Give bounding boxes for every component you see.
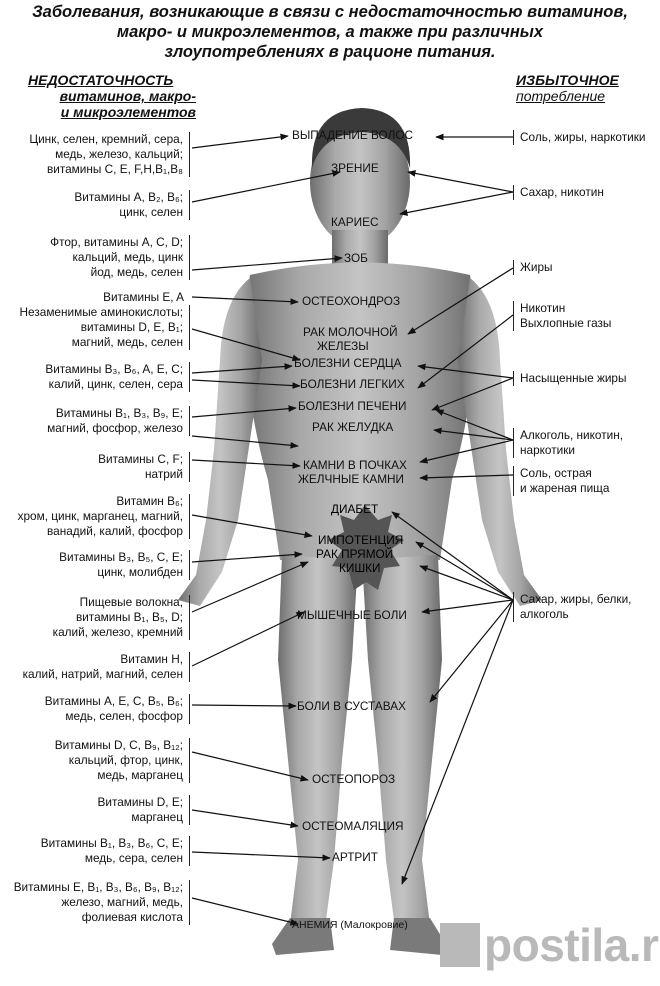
- deficiency-group-15: Витамины D, E;марганец: [98, 795, 190, 825]
- disease-arthritis: АРТРИТ: [332, 850, 378, 864]
- right-foot: [390, 918, 446, 955]
- deficiency-group-12: Витамин H,калий, натрий, магний, селен: [23, 652, 190, 682]
- disease-heart: БОЛЕЗНИ СЕРДЦА: [294, 356, 402, 370]
- left-foot: [272, 918, 334, 955]
- deficiency-group-4: Витамины E, A: [103, 290, 184, 304]
- excess-group-1: Соль, жиры, наркотики: [513, 130, 645, 145]
- title-line-2: макро- и микроэлементов, а также при раз…: [116, 23, 544, 41]
- leaf-cover: [328, 505, 404, 590]
- deficiency-header-line-1: НЕДОСТАТОЧНОСТЬ: [28, 72, 174, 88]
- disease-anemia: АНЕМИЯ (Малокровие): [292, 919, 408, 931]
- excess-header-line-1: ИЗБЫТОЧНОЕ: [516, 72, 619, 88]
- disease-osteoporosis: ОСТЕОПОРОЗ: [312, 772, 396, 786]
- disease-rectal-cancer: РАК ПРЯМОЙ: [316, 547, 394, 561]
- deficiency-group-7: Витамины B₁, B₃, B₉, E;магний, фосфор, ж…: [47, 406, 190, 436]
- excess-group-5: Насыщенные жиры: [513, 371, 626, 386]
- deficiency-group-10: Витамины B₃, B₅, C, E;цинк, молибден: [59, 550, 190, 580]
- excess-group-3: Жиры: [513, 260, 553, 275]
- deficiency-group-3: Фтор, витамины A, C, D;кальций, медь, ци…: [50, 235, 190, 280]
- disease-caries: КАРИЕС: [331, 215, 379, 229]
- postila-logo-icon: [440, 923, 480, 967]
- disease-vision: ЗРЕНИЕ: [331, 161, 379, 175]
- deficiency-group-11: Пищевые волокна,витамины B₁, B₅, D;калий…: [53, 595, 190, 640]
- excess-group-8: Сахар, жиры, белки,алкоголь: [513, 592, 631, 622]
- deficiency-group-9: Витамин B₆;хром, цинк, марганец, магний,…: [18, 494, 190, 539]
- deficiency-header-line-2: витаминов, макро-: [59, 88, 196, 104]
- deficiency-group-14: Витамины D, C, B₉, B₁₂;кальций, фтор, ци…: [55, 738, 190, 783]
- disease-breast-cancer: РАК МОЛОЧНОЙ: [303, 325, 398, 339]
- watermark-text: postila.ru: [484, 919, 660, 971]
- disease-hair-loss: ВЫПАДЕНИЕ ВОЛОС: [292, 128, 414, 142]
- excess-group-6: Алкоголь, никотин,наркотики: [513, 428, 623, 458]
- disease-rectal-cancer-line-2: КИШКИ: [339, 561, 381, 575]
- excess-header-line-2: потребление: [516, 88, 606, 104]
- deficiency-group-1: Цинк, селен, кремний, сера,медь, железо,…: [29, 132, 190, 177]
- deficiency-header-line-3: и микроэлементов: [60, 104, 196, 120]
- deficiency-group-13: Витамины A, E, C, B₅, B₆;медь, селен, фо…: [45, 694, 190, 724]
- left-arm: [178, 278, 262, 606]
- deficiency-group-6: Витамины B₃, B₆, A, E, C;калий, цинк, се…: [45, 362, 190, 392]
- disease-gallstones: ЖЕЛЧНЫЕ КАМНИ: [298, 472, 405, 486]
- disease-breast-cancer-line-2: ЖЕЛЕЗЫ: [317, 339, 369, 353]
- excess-header: ИЗБЫТОЧНОЕ потребление: [516, 72, 656, 104]
- watermark: postila.ru: [440, 918, 660, 972]
- deficiency-group-2: Витамины A, B₂, B₆;цинк, селен: [74, 190, 190, 220]
- page-title: Заболевания, возникающие в связи с недос…: [0, 2, 660, 62]
- disease-osteochondrosis: ОСТЕОХОНДРОЗ: [302, 294, 401, 308]
- disease-lungs: БОЛЕЗНИ ЛЕГКИХ: [300, 377, 405, 391]
- disease-diabetes: ДИАБЕТ: [331, 502, 379, 516]
- disease-goiter: ЗОБ: [344, 251, 368, 265]
- excess-group-2: Сахар, никотин: [513, 185, 604, 200]
- title-line-1: Заболевания, возникающие в связи с недос…: [32, 3, 628, 21]
- disease-impotence: ИМПОТЕНЦИЯ: [318, 533, 404, 547]
- deficiency-group-17: Витамины E, B₁, B₃, B₆, B₉, B₁₂;железо, …: [14, 880, 190, 925]
- disease-joint-pain: БОЛИ В СУСТАВАХ: [297, 699, 406, 713]
- title-line-3: злоупотреблениях в рационе питания.: [164, 43, 496, 61]
- deficiency-group-16: Витамины B₁, B₃, B₆, C, E;медь, сера, се…: [41, 836, 190, 866]
- disease-kidney-stones: КАМНИ В ПОЧКАХ: [303, 458, 407, 472]
- hair: [311, 108, 411, 168]
- deficiency-group-5: Незаменимые аминокислоты;витамины D, E, …: [20, 305, 190, 350]
- disease-stomach-cancer: РАК ЖЕЛУДКА: [312, 420, 394, 434]
- disease-osteomalacia: ОСТЕОМАЛЯЦИЯ: [302, 819, 404, 833]
- deficiency-group-8: Витамины C, F;натрий: [98, 452, 190, 482]
- disease-muscle-pain: МЫШЕЧНЫЕ БОЛИ: [297, 608, 407, 622]
- head: [310, 117, 410, 247]
- disease-liver: БОЛЕЗНИ ПЕЧЕНИ: [298, 399, 407, 413]
- deficiency-header: НЕДОСТАТОЧНОСТЬ витаминов, макро- и микр…: [26, 72, 196, 120]
